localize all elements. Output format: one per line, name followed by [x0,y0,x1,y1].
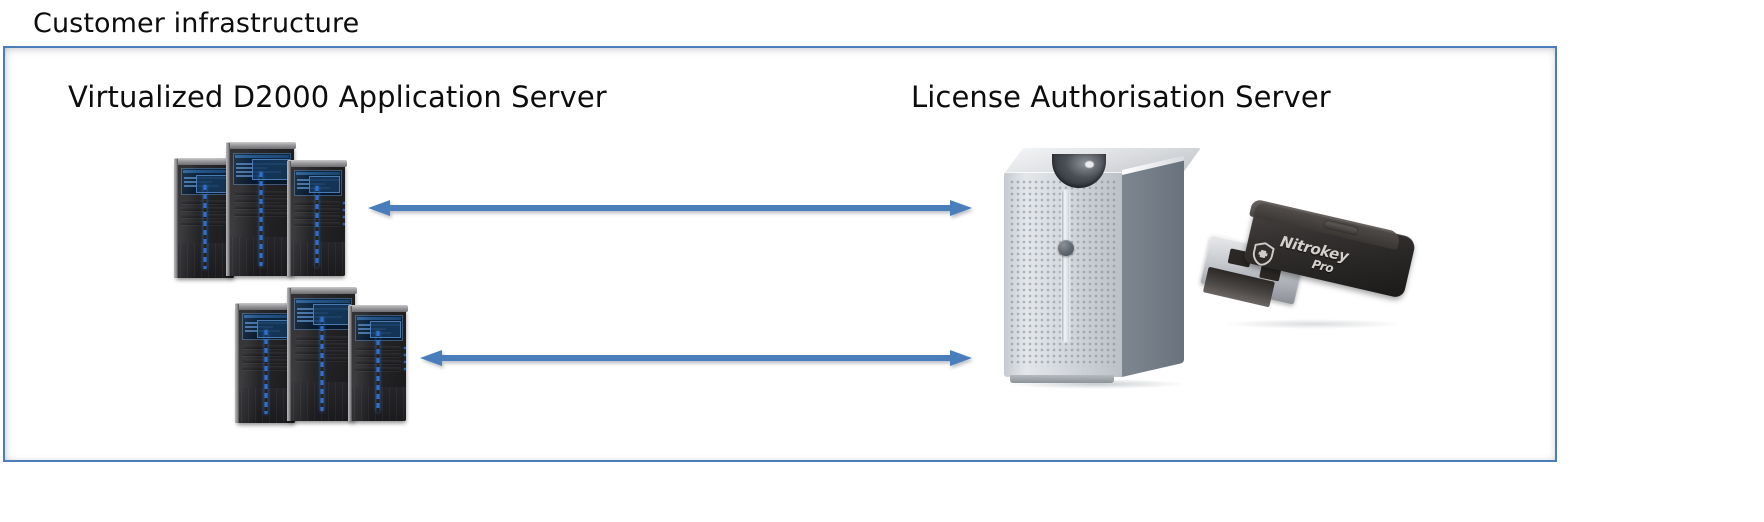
server-rack-icon [235,303,297,423]
app-server-heading: Virtualized D2000 Application Server [68,80,607,114]
shield-icon [1250,240,1277,268]
power-button[interactable] [1058,240,1074,256]
tower-shadow [1006,379,1186,389]
diagram-title: Customer infrastructure [33,8,360,39]
tower-foot [1010,375,1114,383]
tower-server-icon[interactable] [996,148,1201,389]
connection-arrow-top[interactable] [368,195,972,221]
tower-side-face [1122,157,1184,377]
server-rack-icon [287,287,357,421]
app-server-cluster-1[interactable] [172,140,397,285]
connection-arrow-bottom[interactable] [420,345,972,371]
license-server-heading: License Authorisation Server [911,80,1331,114]
server-rack-icon [226,142,296,276]
server-rack-icon [348,305,408,421]
server-rack-icon [287,160,347,276]
dongle-shadow [1223,319,1403,329]
usb-dongle-icon[interactable]: Nitrokey Pro [1200,196,1420,331]
tower-light-bar [1062,190,1069,342]
